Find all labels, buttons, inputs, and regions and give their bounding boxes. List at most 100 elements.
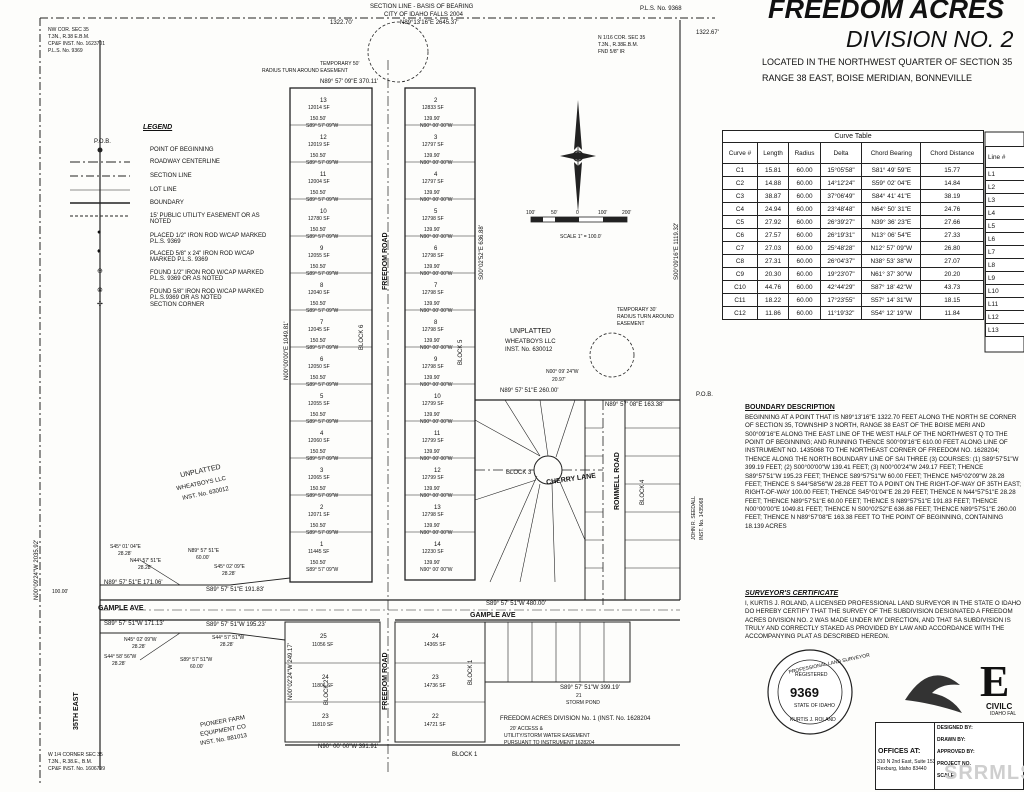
- title-line2: DIVISION NO. 2: [846, 26, 1014, 52]
- w14-3: CP&F INST. No. 1606799: [48, 766, 105, 772]
- curve-table-cell: 38.87: [756, 189, 790, 203]
- curve-header-cell: Radius: [788, 142, 821, 164]
- curve-table-cell: C5: [722, 215, 758, 229]
- west-lot-area: 12040 SF: [308, 290, 330, 296]
- curve-table-cell: S84° 41' 41"E: [861, 189, 922, 203]
- east-lot-number: 11: [434, 431, 441, 437]
- west-lot-width: 150.50': [310, 227, 327, 233]
- n116-3: FND 5/8" IR: [598, 49, 625, 55]
- john-1: JOHN R. SEEDALL: [691, 496, 697, 540]
- curve-table-cell: 60.00: [788, 254, 821, 268]
- east-lot-bearing: N90° 00' 00"W: [420, 567, 453, 573]
- curve-table-cell: 60.00: [788, 202, 821, 216]
- east-lot-area: 12798 SF: [422, 512, 444, 518]
- curve-table-cell: 26.80: [920, 241, 984, 255]
- offices-box: [875, 722, 935, 790]
- temp30-1: TEMPORARY 30': [617, 307, 657, 313]
- gample-ave-label: GAMPLE AVE: [98, 605, 144, 612]
- curve-table-cell: 60.00: [788, 241, 821, 255]
- curve-header-cell: Chord Distance: [920, 142, 984, 164]
- south-lot-25-sf: 11056 SF: [312, 642, 334, 648]
- pob-label: P.O.B.: [696, 392, 713, 398]
- gample-ave-label-2: GAMPLE AVE: [470, 612, 516, 619]
- west-lot-bearing: S89° 57' 09"W: [306, 493, 339, 499]
- west-lot-number: 4: [320, 431, 324, 437]
- legend-pob: P.O.B.: [94, 139, 111, 145]
- east-lot-bearing: N90° 00' 00"W: [420, 123, 453, 129]
- east-lot-width: 139.90': [424, 486, 441, 492]
- logo-name: CIVILC: [986, 702, 1013, 711]
- east-bearing: N89° 57' 08"E 163.38': [605, 402, 664, 408]
- curve-table-cell: 26°39'27": [819, 215, 863, 229]
- legend-item-pue: 15' PUBLIC UTILITY EASEMENT OR AS NOTED: [150, 213, 260, 225]
- curve-table-cell: 27.07: [920, 254, 984, 268]
- east-lot-width: 139.90': [424, 560, 441, 566]
- east-lot-area: 12798 SF: [422, 216, 444, 222]
- line-table-cell: L5: [985, 219, 1024, 233]
- found-58-icon: ⊗: [97, 287, 103, 294]
- found-half-icon: ⊕: [97, 268, 103, 275]
- freedom-road-label: FREEDOM ROAD: [382, 232, 389, 290]
- s44-dist: 28.28': [112, 661, 126, 667]
- division1-label: FREEDOM ACRES DIVISION No. 1 (INST. No. …: [500, 716, 651, 722]
- curve-table-cell: 27.33: [920, 228, 984, 242]
- surveyor-seal: [767, 649, 853, 735]
- west-lot-width: 150.50': [310, 338, 327, 344]
- temp30-3: EASEMENT: [617, 321, 645, 327]
- s44-label: S44° 58' 56"W: [104, 654, 137, 660]
- nw-corner-2: T.3N., R.38 E.B.M.: [48, 34, 90, 40]
- line-table-cell: L6: [985, 232, 1024, 246]
- west-lot-width: 150.50': [310, 412, 327, 418]
- curve-table-cell: 60.00: [788, 176, 821, 190]
- storm-2: UTILITY/STORM WATER EASEMENT: [504, 733, 590, 739]
- scale-label: SCALE 1" = 100.0': [560, 234, 602, 240]
- south-lot-e23-sf: 14736 SF: [424, 683, 446, 689]
- curve-table-cell: 11°19'32": [819, 306, 863, 320]
- n116-2: T.3N., R.38E.B.M.: [598, 42, 639, 48]
- s44-2-label: S44° 57' 51"W: [212, 635, 245, 641]
- curve-header-cell: Length: [756, 142, 790, 164]
- west-lot-bearing: S89° 57' 09"W: [306, 382, 339, 388]
- line-table-cell: L12: [985, 310, 1024, 324]
- curve-table-cell: 20.30: [756, 267, 790, 281]
- nw-corner-3: CP&F INST. No. 1623701: [48, 41, 105, 47]
- s45-2-dist: 28.28': [222, 571, 236, 577]
- n0009-dist: 20.97': [552, 377, 566, 383]
- curve-table-cell: N13° 06' 54"E: [861, 228, 922, 242]
- west-lot-number: 10: [320, 209, 327, 215]
- curve-table-cell: C2: [722, 176, 758, 190]
- east-lot-area: 12798 SF: [422, 290, 444, 296]
- curve-table-cell: 60.00: [788, 267, 821, 281]
- seal-registered: REGISTERED: [795, 672, 828, 678]
- east-lot-width: 139.90': [424, 227, 441, 233]
- east-lot-number: 10: [434, 394, 441, 400]
- n45-label: N45° 02' 09"W: [124, 637, 157, 643]
- east-lot-number: 2: [434, 98, 438, 104]
- freedom-road-label-2: FREEDOM ROAD: [382, 652, 389, 710]
- west-100: 100.00': [52, 589, 69, 595]
- section-corner-icon: ✣: [97, 301, 103, 308]
- curve-table-cell: N12° 57' 09"W: [861, 241, 922, 255]
- west-lot-width: 150.50': [310, 190, 327, 196]
- south-lot-24: 24: [322, 675, 329, 681]
- line-table-cell: L13: [985, 323, 1024, 337]
- east-lot-area: 12799 SF: [422, 401, 444, 407]
- east-lot-width: 139.90': [424, 301, 441, 307]
- n89-171: N89° 57' 51"E 171.06': [104, 580, 163, 586]
- east-lot-bearing: N90° 00' 00"W: [420, 160, 453, 166]
- west-lot-area: 12045 SF: [308, 327, 330, 333]
- n44-dist: 28.28': [138, 565, 152, 571]
- legend-item-centerline: ROADWAY CENTERLINE: [150, 159, 220, 165]
- scale-tick-4: 200': [622, 210, 632, 216]
- east-lot-width: 139.90': [424, 412, 441, 418]
- west-lot-width: 150.50': [310, 560, 327, 566]
